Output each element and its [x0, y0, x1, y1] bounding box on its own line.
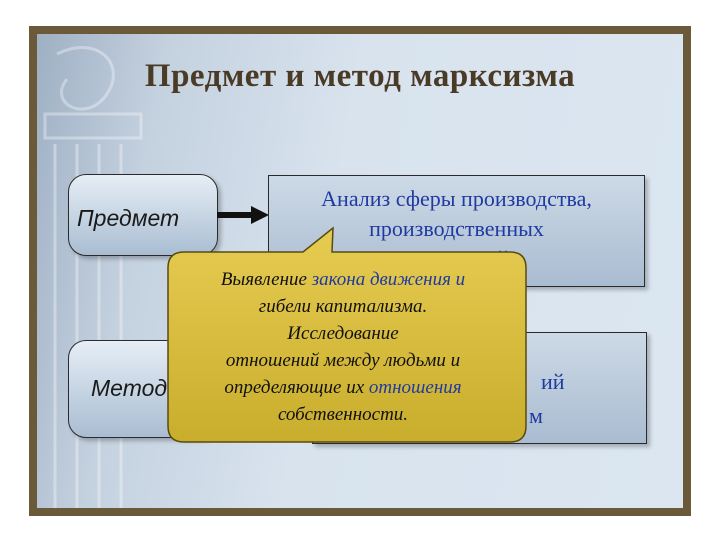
- method-text-fragment-1: ий: [541, 369, 565, 394]
- subject-line-1: Анализ сферы производства,: [321, 186, 592, 211]
- callout-line-2: гибели капитализма.: [258, 296, 428, 317]
- callout-text: Выявление закона движения и гибели капит…: [168, 266, 518, 428]
- column-ornament: [43, 46, 143, 508]
- arrow-right-icon: [217, 206, 269, 224]
- callout-line-3: Исследование: [287, 323, 399, 344]
- method-text-fragment-2: м: [529, 403, 543, 428]
- callout-line-4: отношений между людьми и: [225, 350, 461, 371]
- callout-line-1a: Выявление: [220, 269, 307, 290]
- subject-line-2: производственных: [369, 216, 544, 241]
- method-label: Метод: [91, 375, 168, 401]
- subject-pill: Предмет: [68, 174, 218, 256]
- callout-line-1b: закона движения и: [311, 269, 466, 290]
- slide-title: Предмет и метод марксизма: [144, 58, 576, 94]
- callout-line-5a: определяющие их: [224, 377, 365, 398]
- subject-label: Предмет: [77, 205, 180, 231]
- callout-line-6: собственности.: [277, 404, 409, 425]
- callout-line-5b: отношения: [368, 377, 462, 398]
